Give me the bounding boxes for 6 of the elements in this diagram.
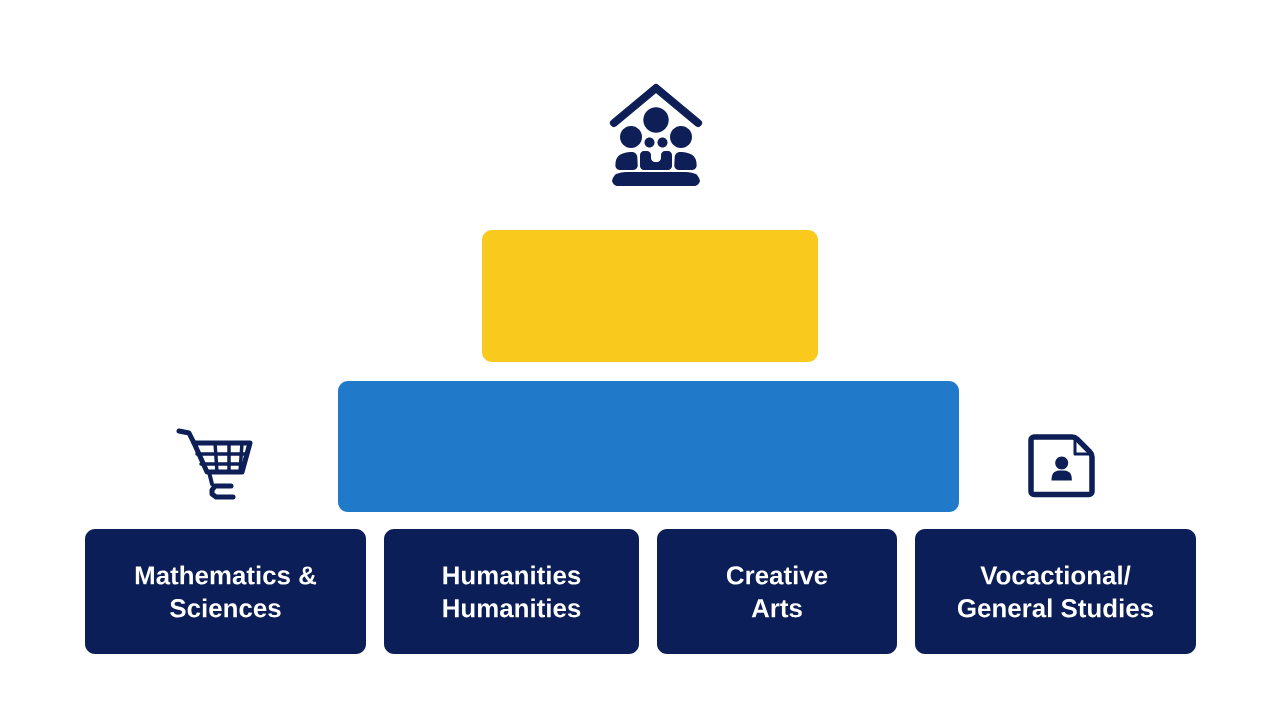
text-box: Vocactional/ General Studies — [915, 529, 1196, 654]
text-box: Creative Arts — [657, 529, 897, 654]
text-box: Mathematics & Sciences — [85, 529, 366, 654]
block — [482, 230, 818, 362]
block — [338, 381, 959, 512]
text-box: Humanities Humanities — [384, 529, 639, 654]
